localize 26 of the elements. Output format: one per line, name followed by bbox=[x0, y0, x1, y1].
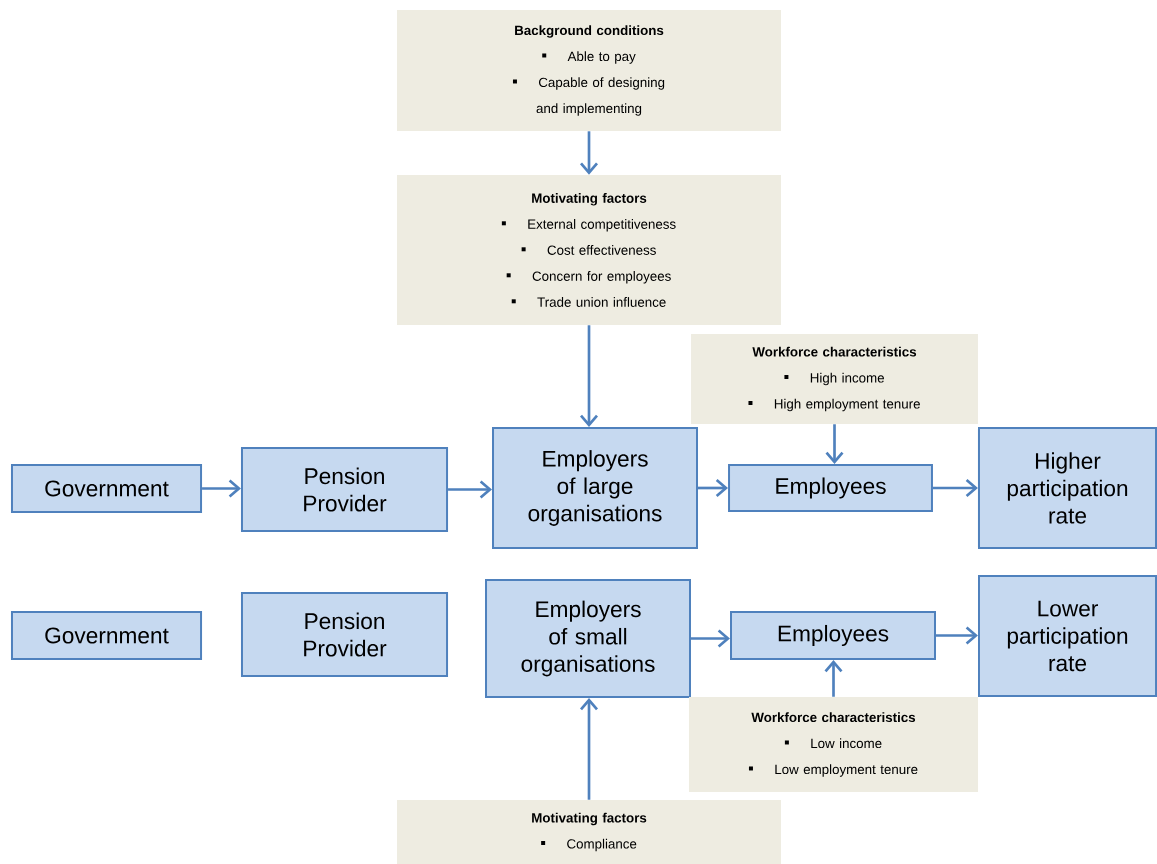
arrow bbox=[580, 325, 598, 427]
process-box: Employees bbox=[730, 611, 936, 660]
factor-box: Background conditions Able to pay Capable of designing and implementing bbox=[397, 9, 781, 132]
arrow bbox=[691, 629, 730, 648]
process-box: Pension Provider bbox=[241, 447, 449, 532]
process-box: Higher participation rate bbox=[977, 427, 1157, 549]
factor-box: Workforce characteristics High income High employment tenure bbox=[691, 334, 978, 424]
process-box: Government bbox=[11, 611, 203, 660]
factor-box: Motivating factors External competitiveness Cost effectiveness Concern for employees Trade union influence bbox=[397, 175, 781, 325]
process-box: Employees bbox=[728, 464, 933, 512]
arrow bbox=[448, 480, 492, 499]
factor-box: Workforce characteristics Low income Low employment tenure bbox=[688, 697, 979, 792]
arrow bbox=[698, 479, 729, 497]
process-box: Employers of small organisations bbox=[485, 578, 691, 699]
arrow bbox=[932, 479, 978, 497]
factor-box: Motivating factors Compliance bbox=[397, 800, 781, 864]
arrow bbox=[202, 479, 241, 498]
arrow bbox=[825, 424, 844, 464]
process-box: Government bbox=[11, 464, 203, 513]
process-box: Pension Provider bbox=[241, 592, 449, 677]
arrow bbox=[936, 626, 978, 645]
process-box: Employers of large organisations bbox=[492, 427, 698, 549]
process-box: Lower participation rate bbox=[977, 575, 1157, 697]
arrow bbox=[580, 131, 598, 175]
arrow bbox=[824, 659, 843, 697]
arrow bbox=[580, 698, 598, 800]
